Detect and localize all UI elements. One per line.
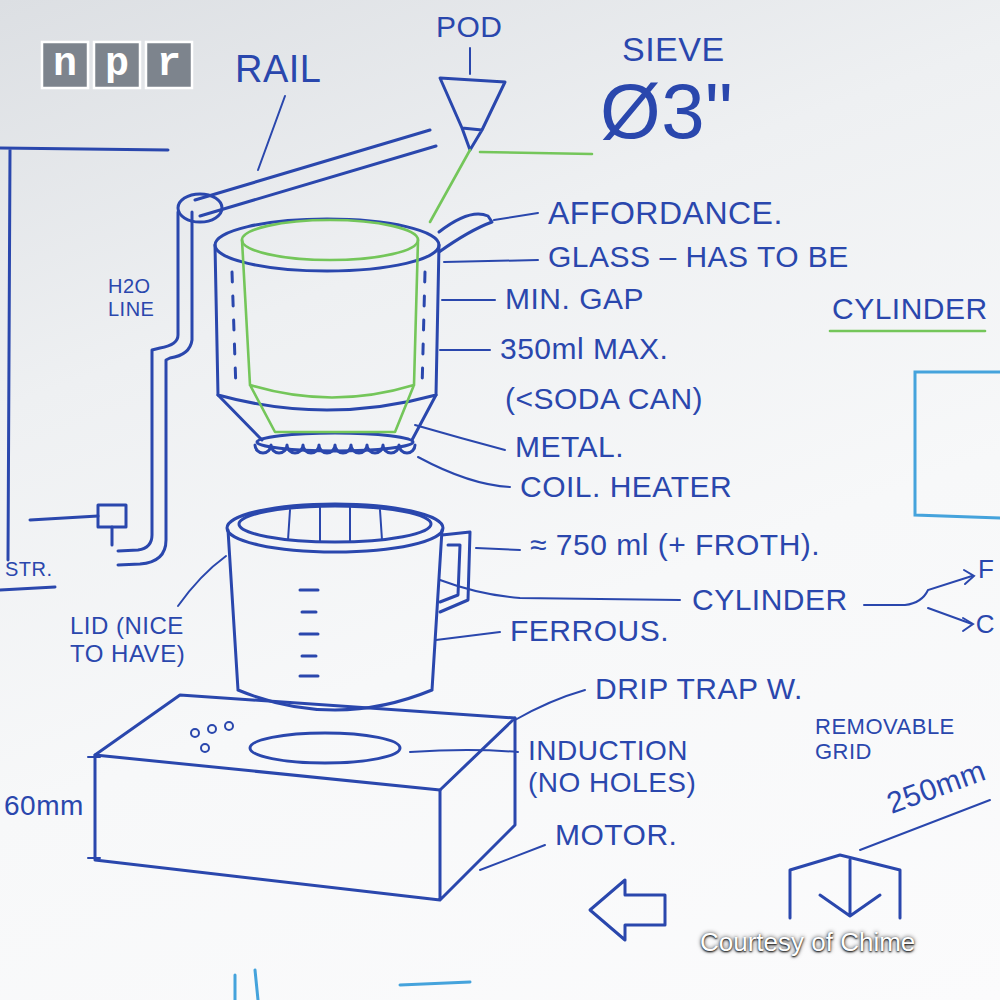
note-label: GLASS – HAS TO BE (548, 240, 849, 275)
inner-cylinder (242, 240, 418, 432)
button (225, 722, 233, 730)
leader-line (440, 349, 490, 351)
note-label: CYLINDER (832, 292, 988, 327)
underline (830, 330, 985, 333)
part-label: H2O LINE (108, 275, 170, 321)
leader-line (440, 580, 680, 600)
dimension-tick (88, 757, 100, 858)
watermark-logo: npr (53, 42, 209, 88)
jug-rim (227, 504, 443, 552)
side-sketch (915, 372, 1000, 518)
lid (239, 506, 431, 542)
button (191, 729, 199, 737)
glass-rim (215, 219, 439, 271)
part-label: DRIP TRAP W. (595, 672, 803, 707)
base-body (95, 718, 515, 900)
base-top (95, 695, 515, 790)
water-pipe (118, 212, 178, 551)
leader-line (418, 457, 510, 487)
note-label: C (976, 610, 995, 640)
dimension-label: 60mm (4, 790, 84, 822)
leader-line (480, 845, 545, 870)
box-sketch (790, 855, 900, 918)
induction-plate (250, 733, 400, 763)
leader-line (178, 556, 226, 606)
glass-wall (215, 245, 439, 410)
note-label: MIN. GAP (505, 282, 644, 317)
note-label: ≈ 750 ml (+ FROTH). (530, 528, 820, 563)
note-label: F (978, 555, 994, 585)
handle (439, 214, 492, 252)
part-label: SIEVE (622, 30, 725, 69)
part-label: INDUCTION (NO HOLES) (528, 735, 728, 799)
button (201, 744, 209, 752)
water-pipe (118, 212, 192, 565)
note-label: (<SODA CAN) (505, 382, 703, 417)
part-label: MOTOR. (555, 818, 677, 853)
jug-handle (440, 532, 470, 612)
button (208, 725, 216, 733)
edge-sketch (235, 970, 470, 1000)
part-label: AFFORDANCE. (548, 195, 783, 232)
note-label: 350ml MAX. (500, 332, 668, 367)
part-label: LID (NICE TO HAVE) (70, 612, 220, 667)
leader-line (442, 299, 495, 301)
leader-line (494, 213, 538, 220)
leader-line (515, 690, 585, 720)
leader-line (415, 425, 505, 450)
rail-coil (178, 194, 222, 222)
leader-line (436, 632, 500, 640)
pod-funnel (440, 78, 505, 150)
part-label: COIL. HEATER (520, 470, 732, 505)
water-pipe (30, 516, 112, 545)
part-label: FERROUS. (510, 614, 669, 649)
dimension-label: 250mm (882, 754, 990, 821)
watermark-credit: Courtesy of Chime (700, 928, 915, 958)
part-label: METAL. (515, 430, 624, 465)
arrow-sketch (590, 880, 665, 940)
part-label: RAIL (235, 48, 321, 92)
jug-wall (228, 530, 442, 710)
water-tank (98, 505, 126, 527)
note-label: CYLINDER (692, 583, 848, 618)
glass-wall-dash (232, 272, 425, 390)
part-label: REMOVABLE GRID (815, 714, 985, 765)
leader-line (444, 260, 538, 262)
measure-marks (300, 590, 318, 676)
lid-grid (288, 507, 382, 542)
leader-line (469, 48, 471, 74)
fork-arrow (864, 576, 972, 624)
leader-line (410, 750, 518, 752)
part-label: POD (436, 10, 503, 45)
dimension-label: Ø3" (600, 72, 733, 150)
coil-heater (255, 445, 415, 453)
leader-line (258, 96, 285, 170)
frame-line (0, 148, 168, 590)
arrow-head (963, 570, 974, 631)
leader-line (476, 548, 520, 550)
rail (195, 130, 436, 216)
note-label: STR. (5, 558, 53, 581)
inner-cylinder-rim (242, 220, 418, 260)
